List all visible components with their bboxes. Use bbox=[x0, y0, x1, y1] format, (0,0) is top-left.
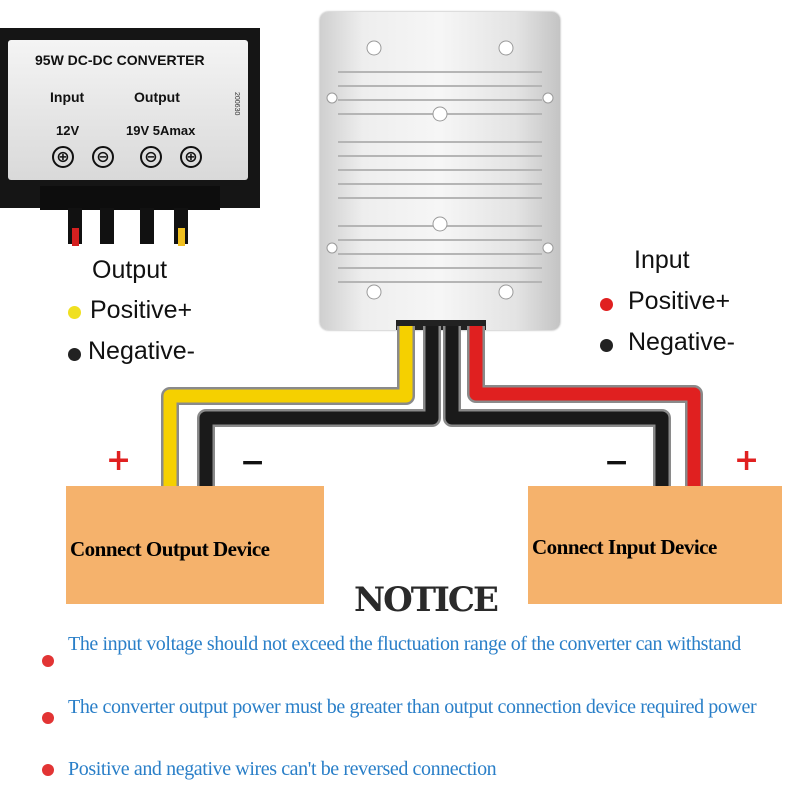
input-legend-heading: Input bbox=[634, 246, 690, 274]
input-device-box: Connect Input Device bbox=[528, 486, 782, 604]
heatsink-fins bbox=[326, 40, 554, 330]
notice-bullet-icon bbox=[42, 655, 54, 667]
notice-bullet-icon bbox=[42, 764, 54, 776]
yellow-dot-icon bbox=[68, 306, 81, 319]
notice-item-1: The input voltage should not exceed the … bbox=[68, 633, 741, 655]
input-positive-icon: ⊕ bbox=[52, 146, 74, 168]
notice-item-3: Positive and negative wires can't be rev… bbox=[68, 758, 497, 780]
notice-bullet-icon bbox=[42, 712, 54, 724]
output-plus-sign: + bbox=[106, 443, 132, 478]
output-negative-label: Negative- bbox=[88, 337, 195, 365]
input-device-label: Connect Input Device bbox=[532, 535, 717, 559]
black-dot-icon bbox=[68, 348, 81, 361]
output-minus-sign: − bbox=[240, 445, 266, 480]
converter-label-card: 95W DC-DC CONVERTER Input Output 12V 19V… bbox=[8, 40, 248, 180]
black-dot-icon bbox=[600, 339, 613, 352]
output-legend-heading: Output bbox=[92, 256, 168, 284]
output-heading: Output bbox=[134, 89, 180, 105]
input-plus-sign: + bbox=[734, 443, 760, 478]
red-dot-icon bbox=[600, 298, 613, 311]
input-voltage: 12V bbox=[56, 123, 80, 138]
input-negative-label: Negative- bbox=[628, 328, 735, 356]
notice-item-2: The converter output power must be great… bbox=[68, 696, 757, 718]
output-device-box: Connect Output Device bbox=[66, 486, 324, 604]
input-heading: Input bbox=[50, 89, 85, 105]
output-rating: 19V 5Amax bbox=[126, 123, 196, 138]
output-positive-icon: ⊕ bbox=[180, 146, 202, 168]
output-negative-icon: ⊖ bbox=[140, 146, 162, 168]
converter-heatsink bbox=[320, 12, 560, 330]
input-positive-label: Positive+ bbox=[628, 287, 731, 315]
input-minus-sign: − bbox=[604, 445, 630, 480]
converter-model-title: 95W DC-DC CONVERTER bbox=[35, 52, 205, 68]
notice-title: NOTICE bbox=[354, 580, 499, 620]
input-negative-icon: ⊖ bbox=[92, 146, 114, 168]
output-positive-label: Positive+ bbox=[90, 296, 193, 324]
output-device-label: Connect Output Device bbox=[70, 537, 270, 561]
label-wire-stubs bbox=[40, 186, 220, 246]
